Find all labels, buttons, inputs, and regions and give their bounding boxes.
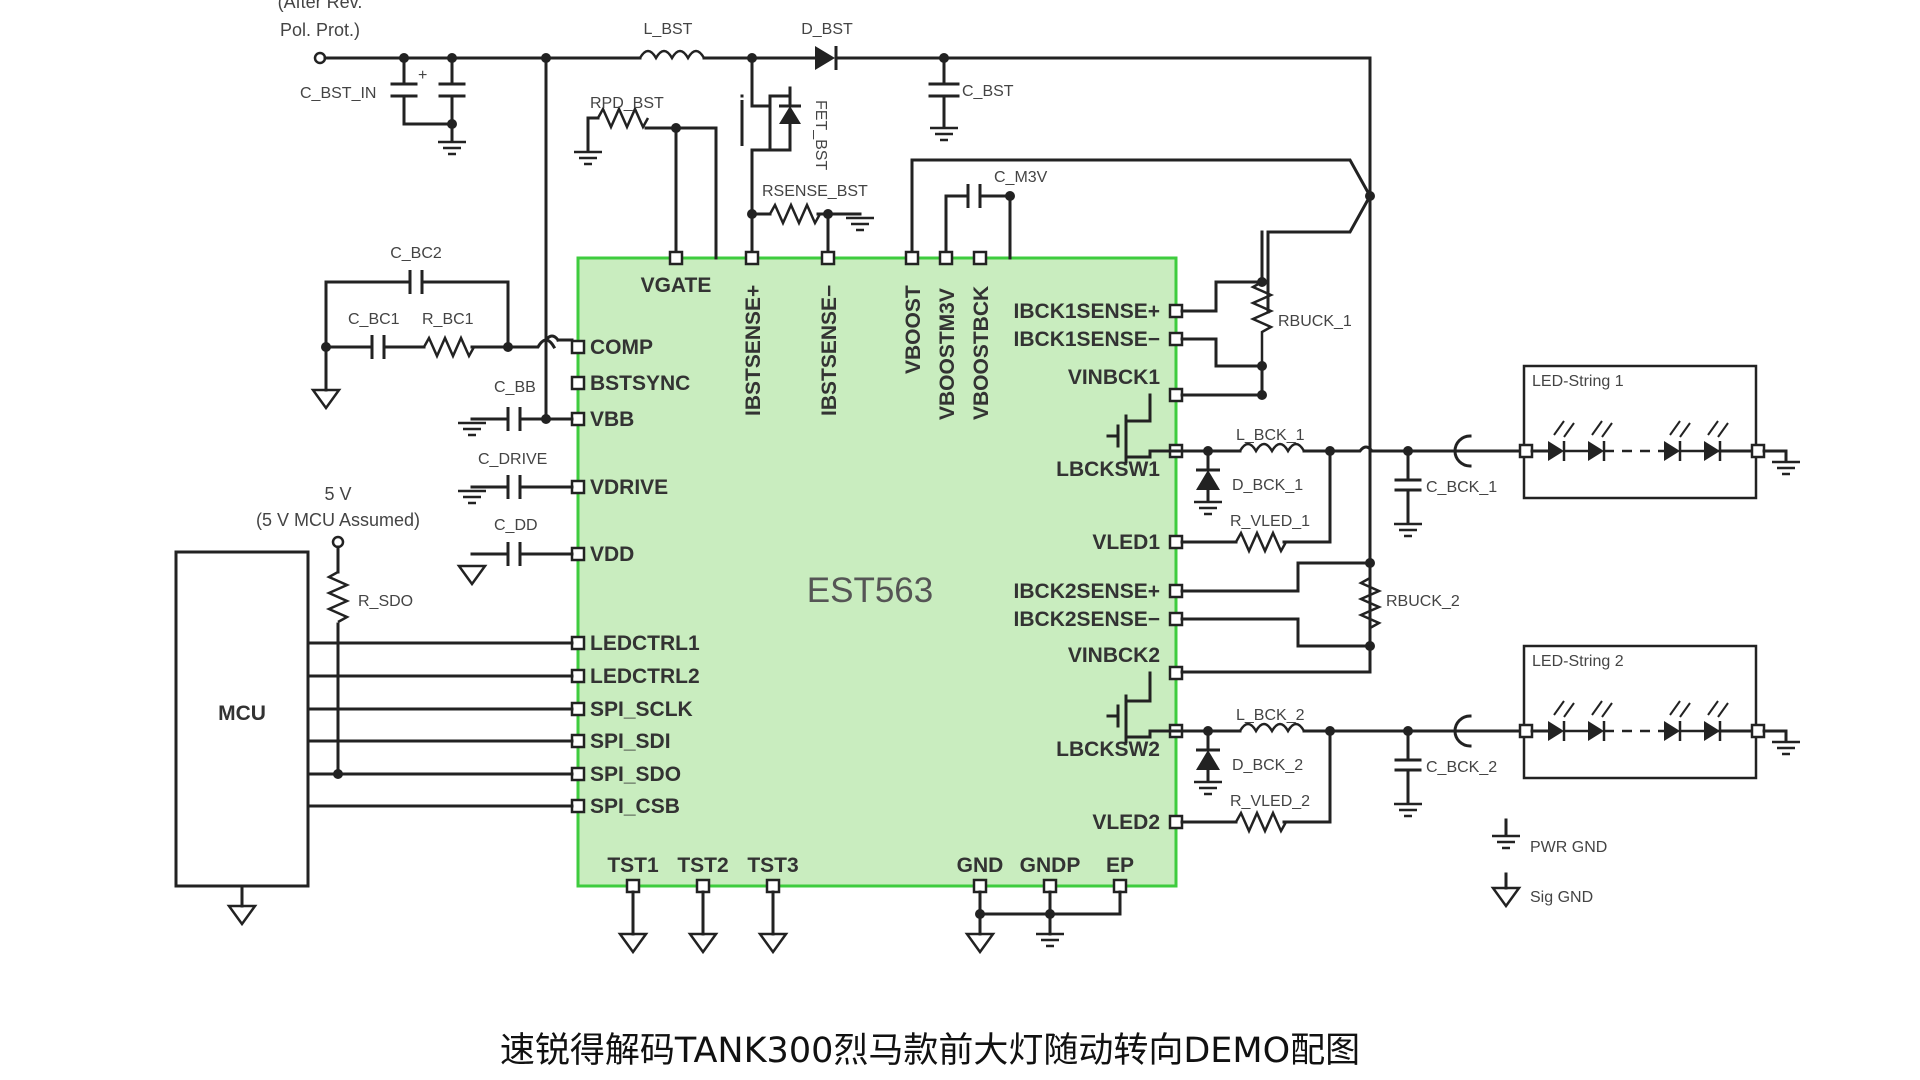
chip-body (576, 256, 1178, 888)
pin-ibstsense-plus: IBSTSENSE+ (742, 285, 765, 416)
resistor-r-bc1 (422, 334, 476, 360)
mosfet-buck-2 (1106, 671, 1178, 744)
resistor-r-sdo (325, 570, 351, 624)
diode-d-bck-2 (1192, 729, 1224, 796)
pin-vboostbck: VBOOSTBCK (970, 286, 993, 420)
resistor-r-vled-1 (1234, 529, 1288, 555)
figure-caption: 速锐得解码TANK300烈马款前大灯随动转向DEMO配图 (499, 1031, 1361, 1071)
pin-spi-csb: SPI_CSB (590, 795, 680, 818)
d-bst-label: D_BST (801, 21, 853, 38)
pin-vled1: VLED1 (1092, 531, 1160, 554)
c-drive-label: C_DRIVE (478, 451, 547, 468)
diode-d-bck-1 (1192, 449, 1224, 516)
pin-ep: EP (1106, 854, 1134, 877)
input-label-2: Pol. Prot.) (280, 20, 360, 40)
chip-name: EST563 (807, 571, 933, 610)
resistor-rbuck-1 (1249, 280, 1275, 366)
pin-ledctrl2: LEDCTRL2 (590, 665, 700, 688)
pin-tst1: TST1 (607, 854, 659, 877)
led-string-1-label: LED-String 1 (1532, 373, 1624, 390)
l-bck-2-label: L_BCK_2 (1236, 707, 1305, 724)
resistor-rpd-bst (596, 105, 650, 131)
pin-vdrive: VDRIVE (590, 476, 668, 499)
r-sdo-label: R_SDO (358, 593, 413, 610)
d-bck-2-label: D_BCK_2 (1232, 757, 1303, 774)
supply-label-2: (5 V MCU Assumed) (256, 510, 420, 530)
pin-vbb: VBB (590, 408, 634, 431)
rpd-bst-label: RPD_BST (590, 95, 664, 112)
diode-d-bst (815, 46, 838, 70)
resistor-rbuck-2 (1357, 563, 1383, 646)
pin-tst2: TST2 (677, 854, 728, 877)
mosfet-buck-1 (1106, 393, 1178, 464)
pin-vinbck2: VINBCK2 (1068, 644, 1160, 667)
inductor-l-bck-1 (1238, 442, 1306, 454)
pin-vled2: VLED2 (1092, 811, 1160, 834)
pin-gnd: GND (957, 854, 1004, 877)
led-string-2-box (1522, 644, 1758, 780)
led-string-1-box (1522, 364, 1758, 500)
pin-vboost: VBOOST (902, 285, 925, 374)
c-bck-2-label: C_BCK_2 (1426, 759, 1497, 776)
pin-spi-sdo: SPI_SDO (590, 763, 681, 786)
r-vled-1-label: R_VLED_1 (1230, 513, 1310, 530)
fet-bst-body-diode (779, 86, 801, 152)
ground-legend: PWR GND Sig GND (1490, 818, 1607, 908)
pin-ibck2sense-minus: IBCK2SENSE− (1014, 608, 1160, 631)
pin-ibck1sense-plus: IBCK1SENSE+ (1014, 300, 1160, 323)
c-bst-label: C_BST (962, 83, 1014, 100)
resistor-rsense-bst (768, 201, 822, 227)
inductor-l-bst (638, 49, 706, 61)
resistor-r-vled-2 (1234, 809, 1288, 835)
legend-sig-gnd: Sig GND (1530, 889, 1593, 906)
fet-bst-label: FET_BST (812, 100, 829, 170)
supply-label: 5 V (324, 484, 351, 504)
led-string-2-label: LED-String 2 (1532, 653, 1624, 670)
c-bst-in-label: C_BST_IN (300, 85, 376, 102)
pin-ledctrl1: LEDCTRL1 (590, 632, 700, 655)
c-m3v-label: C_M3V (994, 169, 1048, 186)
c-bc2-label: C_BC2 (390, 245, 442, 262)
l-bst-label: L_BST (644, 21, 693, 38)
pin-lbcksw2: LBCKSW2 (1056, 738, 1160, 761)
pin-vdd: VDD (590, 543, 634, 566)
svg-text:+: + (418, 67, 427, 84)
pin-vinbck1: VINBCK1 (1068, 366, 1161, 389)
pin-spi-sdi: SPI_SDI (590, 730, 671, 753)
pin-comp: COMP (590, 336, 653, 359)
pin-ibck1sense-minus: IBCK1SENSE− (1014, 328, 1160, 351)
pin-lbcksw1: LBCKSW1 (1056, 458, 1160, 481)
l-bck-1-label: L_BCK_1 (1236, 427, 1305, 444)
rsense-bst-label: RSENSE_BST (762, 183, 868, 200)
inductor-l-bck-2 (1238, 722, 1306, 734)
pins-top (668, 250, 988, 266)
pin-vgate: VGATE (641, 274, 712, 297)
mcu-label: MCU (218, 702, 266, 725)
r-vled-2-label: R_VLED_2 (1230, 793, 1310, 810)
pin-spi-sclk: SPI_SCLK (590, 698, 693, 721)
d-bck-1-label: D_BCK_1 (1232, 477, 1303, 494)
legend-pwr-gnd: PWR GND (1530, 839, 1607, 856)
pin-vboostm3v: VBOOSTM3V (936, 288, 959, 420)
pin-gndp: GNDP (1020, 854, 1081, 877)
pin-ibstsense-minus: IBSTSENSE− (818, 285, 841, 416)
c-dd-label: C_DD (494, 517, 538, 534)
rbuck-2-label: RBUCK_2 (1386, 593, 1460, 610)
c-bb-label: C_BB (494, 379, 536, 396)
c-bc1-label: C_BC1 (348, 311, 400, 328)
input-label: (After Rev. (278, 0, 363, 12)
r-bc1-label: R_BC1 (422, 311, 474, 328)
pin-ibck2sense-plus: IBCK2SENSE+ (1014, 580, 1160, 603)
c-bck-1-label: C_BCK_1 (1426, 479, 1497, 496)
rbuck-1-label: RBUCK_1 (1278, 313, 1352, 330)
pin-tst3: TST3 (747, 854, 798, 877)
pin-bstsync: BSTSYNC (590, 372, 690, 395)
